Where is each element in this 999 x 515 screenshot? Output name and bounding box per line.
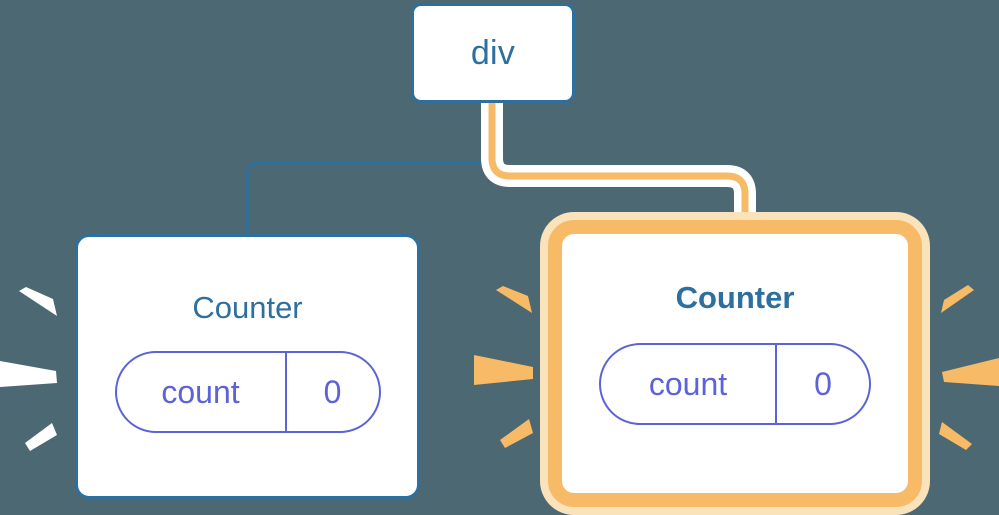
node-counter-left[interactable]: Counter count 0 — [75, 234, 420, 499]
edge-root-to-left-counter — [245, 102, 494, 234]
node-counter-left-label: Counter — [192, 290, 303, 325]
edge-root-to-right-counter — [488, 102, 749, 234]
state-key-left: count — [161, 374, 240, 410]
state-pill-right: count 0 — [599, 343, 871, 425]
state-value-left: 0 — [284, 353, 379, 431]
node-div[interactable]: div — [411, 3, 575, 103]
state-key-right: count — [648, 366, 728, 402]
edge-root-to-right-counter-halo — [481, 102, 756, 234]
node-counter-right-label: Counter — [675, 280, 795, 315]
state-value-right: 0 — [775, 345, 869, 423]
node-div-label: div — [470, 34, 516, 72]
state-pill-left: count 0 — [114, 351, 381, 433]
node-counter-right[interactable]: Counter count 0 — [548, 220, 922, 507]
